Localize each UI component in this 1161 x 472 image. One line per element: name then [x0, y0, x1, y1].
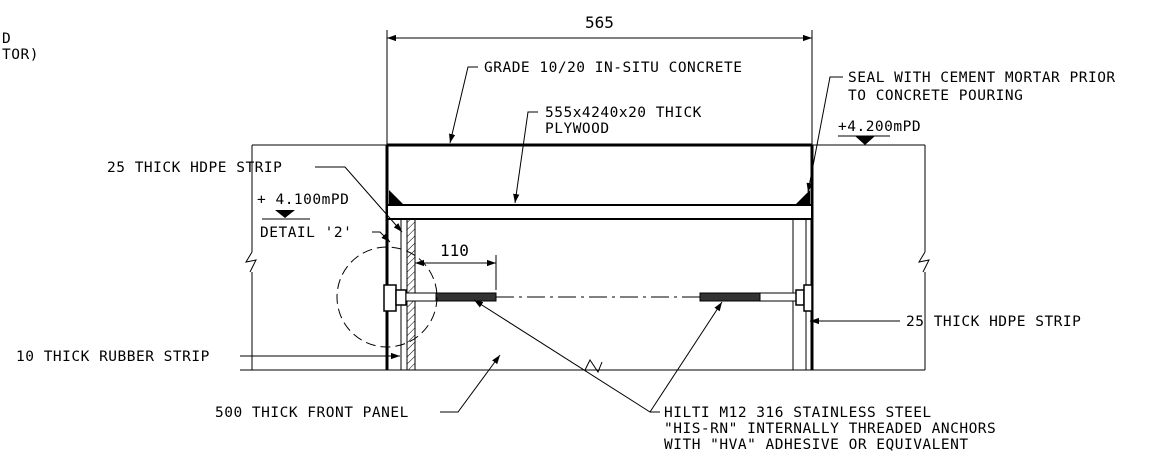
label-plywood-line2: PLYWOOD — [545, 121, 610, 137]
label-seal-line1: SEAL WITH CEMENT MORTAR PRIOR — [848, 70, 1116, 86]
level-marker-left: + 4.100mPD — [257, 192, 349, 220]
leaders — [240, 66, 900, 413]
dimension-110-text: 110 — [440, 241, 469, 260]
label-anchor-line2: "HIS-RN" INTERNALLY THREADED ANCHORS — [664, 421, 996, 437]
label-seal-line2: TO CONCRETE POURING — [848, 88, 1023, 104]
dimension-565: 565 — [386, 13, 813, 145]
corner-label-top: D — [2, 31, 11, 47]
label-hdpe-right: 25 THICK HDPE STRIP — [906, 314, 1081, 330]
ground-line — [240, 144, 930, 374]
label-anchor-line3: WITH "HVA" ADHESIVE OR EQUIVALENT — [664, 437, 969, 453]
dimension-110: 110 — [414, 241, 497, 290]
corner-label-bottom: TOR) — [2, 47, 39, 63]
label-plywood-line1: 555x4240x20 THICK — [545, 105, 702, 121]
label-front-panel: 500 THICK FRONT PANEL — [215, 405, 409, 421]
trench-box — [385, 143, 814, 370]
detail-circle — [336, 246, 438, 348]
label-rubber: 10 THICK RUBBER STRIP — [16, 349, 210, 365]
plywood-board — [386, 190, 813, 220]
level-marker-right: +4.200mPD — [838, 119, 921, 145]
anchor-assembly — [383, 284, 813, 312]
label-anchor-line1: HILTI M12 316 STAINLESS STEEL — [664, 405, 932, 421]
dimension-565-text: 565 — [585, 13, 614, 32]
label-hdpe-left: 25 THICK HDPE STRIP — [107, 160, 282, 176]
label-detail: DETAIL '2' — [260, 225, 352, 241]
level-right-text: +4.200mPD — [838, 119, 921, 135]
label-concrete: GRADE 10/20 IN-SITU CONCRETE — [484, 60, 742, 76]
level-left-text: + 4.100mPD — [257, 192, 349, 208]
